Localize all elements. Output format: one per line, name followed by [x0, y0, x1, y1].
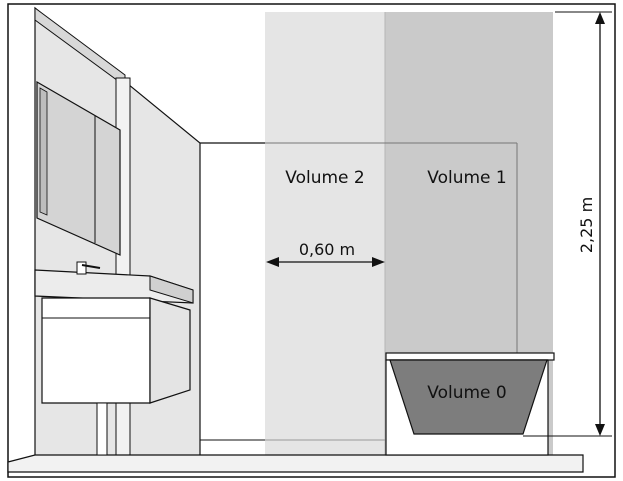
mirror-cabinet [36, 80, 121, 256]
volume-2-zone [265, 12, 385, 456]
vanity-cabinet-side [149, 297, 191, 404]
height-arrow-up-icon [595, 12, 605, 24]
distance-arrow-left-icon [266, 257, 279, 267]
volume-0-tub [389, 359, 548, 435]
height-arrow-down-icon [595, 424, 605, 436]
faucet [76, 261, 87, 275]
floor-slab [7, 454, 584, 473]
vanity-edge [149, 275, 194, 304]
mirror-cabinet-left-door [39, 87, 48, 216]
distance-label: 0,60 m [299, 240, 355, 259]
volume-1-label: Volume 1 [427, 168, 506, 188]
volume-0-label: Volume 0 [427, 383, 506, 403]
drain-pipe [96, 402, 108, 456]
distance-arrow-right-icon [372, 257, 385, 267]
bathtub-rim [385, 352, 555, 361]
vanity-cabinet [41, 297, 151, 404]
height-label: 2,25 m [577, 197, 596, 253]
volume-2-label: Volume 2 [285, 168, 364, 188]
faucet-spout [81, 264, 101, 269]
